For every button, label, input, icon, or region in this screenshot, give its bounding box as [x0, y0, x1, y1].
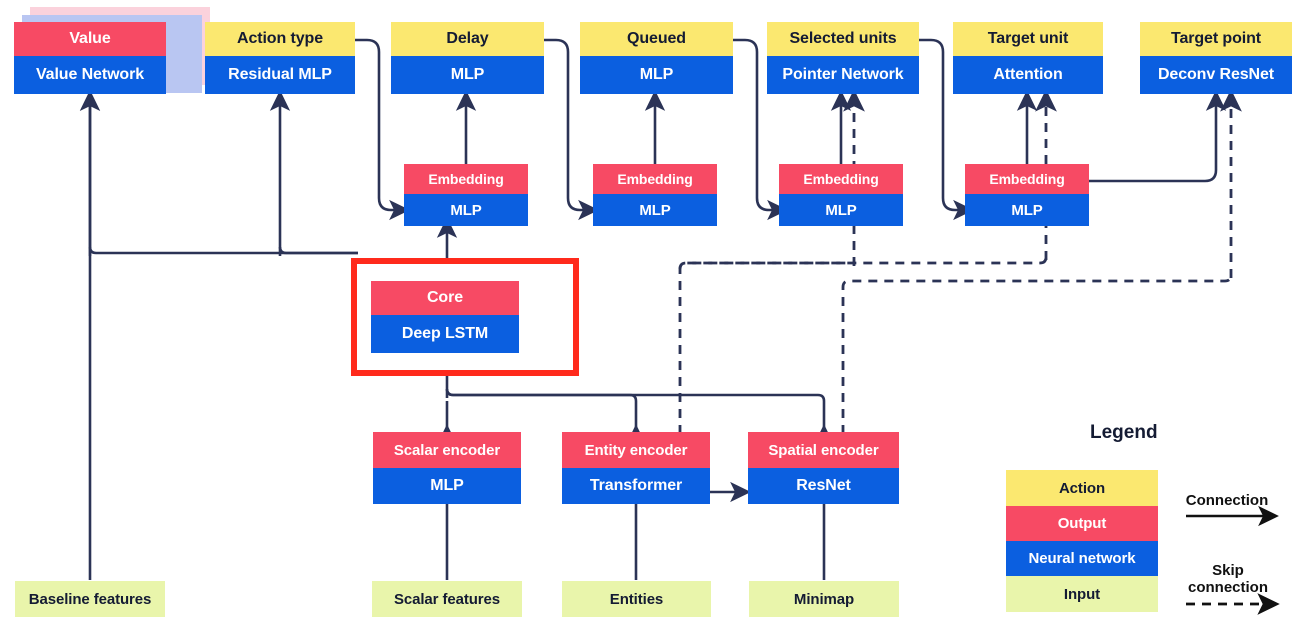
node-queued[interactable]: Queued MLP [580, 22, 733, 94]
node-embedding-2[interactable]: Embedding MLP [593, 164, 717, 226]
node-entity-encoder-output: Entity encoder [562, 432, 710, 468]
node-input-baseline-features[interactable]: Baseline features [15, 581, 165, 617]
node-embedding-3-network: MLP [779, 194, 903, 226]
legend-skip-line-1: Skip [1212, 562, 1244, 579]
node-delay[interactable]: Delay MLP [391, 22, 544, 94]
node-action-type-action: Action type [205, 22, 355, 56]
node-embedding-4-network: MLP [965, 194, 1089, 226]
legend-connection-label: Connection [1185, 492, 1269, 509]
legend-title: Legend [1090, 422, 1158, 443]
node-embedding-4-output: Embedding [965, 164, 1089, 194]
node-delay-action: Delay [391, 22, 544, 56]
node-embedding-3-output: Embedding [779, 164, 903, 194]
legend-swatch-neural-network: Neural network [1006, 541, 1158, 576]
node-input-minimap[interactable]: Minimap [749, 581, 899, 617]
node-target-point-action: Target point [1140, 22, 1292, 56]
node-scalar-encoder-output: Scalar encoder [373, 432, 521, 468]
node-action-type-network: Residual MLP [205, 56, 355, 94]
node-input-scalar-features-label: Scalar features [372, 581, 522, 617]
node-embedding-2-output: Embedding [593, 164, 717, 194]
legend-skip-line-2: connection [1187, 579, 1268, 597]
node-value-action: Value [14, 22, 166, 56]
node-embedding-2-network: MLP [593, 194, 717, 226]
node-target-unit-action: Target unit [953, 22, 1103, 56]
node-spatial-encoder[interactable]: Spatial encoder ResNet [748, 432, 899, 504]
node-entity-encoder-network: Transformer [562, 468, 710, 504]
legend-swatches: Action Output Neural network Input [1006, 470, 1158, 612]
node-input-entities[interactable]: Entities [562, 581, 711, 617]
node-embedding-4[interactable]: Embedding MLP [965, 164, 1089, 226]
node-core-output: Core [371, 281, 519, 315]
node-input-baseline-features-label: Baseline features [15, 581, 165, 617]
node-entity-encoder[interactable]: Entity encoder Transformer [562, 432, 710, 504]
node-spatial-encoder-network: ResNet [748, 468, 899, 504]
node-value[interactable]: Value Value Network [14, 22, 166, 94]
legend-swatch-action: Action [1006, 470, 1158, 506]
legend-swatch-output: Output [1006, 506, 1158, 541]
node-value-network: Value Network [14, 56, 166, 94]
node-target-point[interactable]: Target point Deconv ResNet [1140, 22, 1292, 94]
node-input-entities-label: Entities [562, 581, 711, 617]
legend-skip-connection-label: Skip connection [1176, 562, 1280, 597]
node-target-unit[interactable]: Target unit Attention [953, 22, 1103, 94]
node-input-scalar-features[interactable]: Scalar features [372, 581, 522, 617]
node-embedding-1-output: Embedding [404, 164, 528, 194]
node-selected-units-network: Pointer Network [767, 56, 919, 94]
node-selected-units[interactable]: Selected units Pointer Network [767, 22, 919, 94]
node-scalar-encoder-network: MLP [373, 468, 521, 504]
node-delay-network: MLP [391, 56, 544, 94]
node-spatial-encoder-output: Spatial encoder [748, 432, 899, 468]
node-queued-network: MLP [580, 56, 733, 94]
node-input-minimap-label: Minimap [749, 581, 899, 617]
node-core-network: Deep LSTM [371, 315, 519, 353]
node-embedding-1[interactable]: Embedding MLP [404, 164, 528, 226]
node-target-unit-network: Attention [953, 56, 1103, 94]
node-target-point-network: Deconv ResNet [1140, 56, 1292, 94]
node-core[interactable]: Core Deep LSTM [371, 281, 519, 353]
node-queued-action: Queued [580, 22, 733, 56]
legend-swatch-input: Input [1006, 576, 1158, 612]
node-embedding-1-network: MLP [404, 194, 528, 226]
node-embedding-3[interactable]: Embedding MLP [779, 164, 903, 226]
node-selected-units-action: Selected units [767, 22, 919, 56]
node-scalar-encoder[interactable]: Scalar encoder MLP [373, 432, 521, 504]
node-action-type[interactable]: Action type Residual MLP [205, 22, 355, 94]
